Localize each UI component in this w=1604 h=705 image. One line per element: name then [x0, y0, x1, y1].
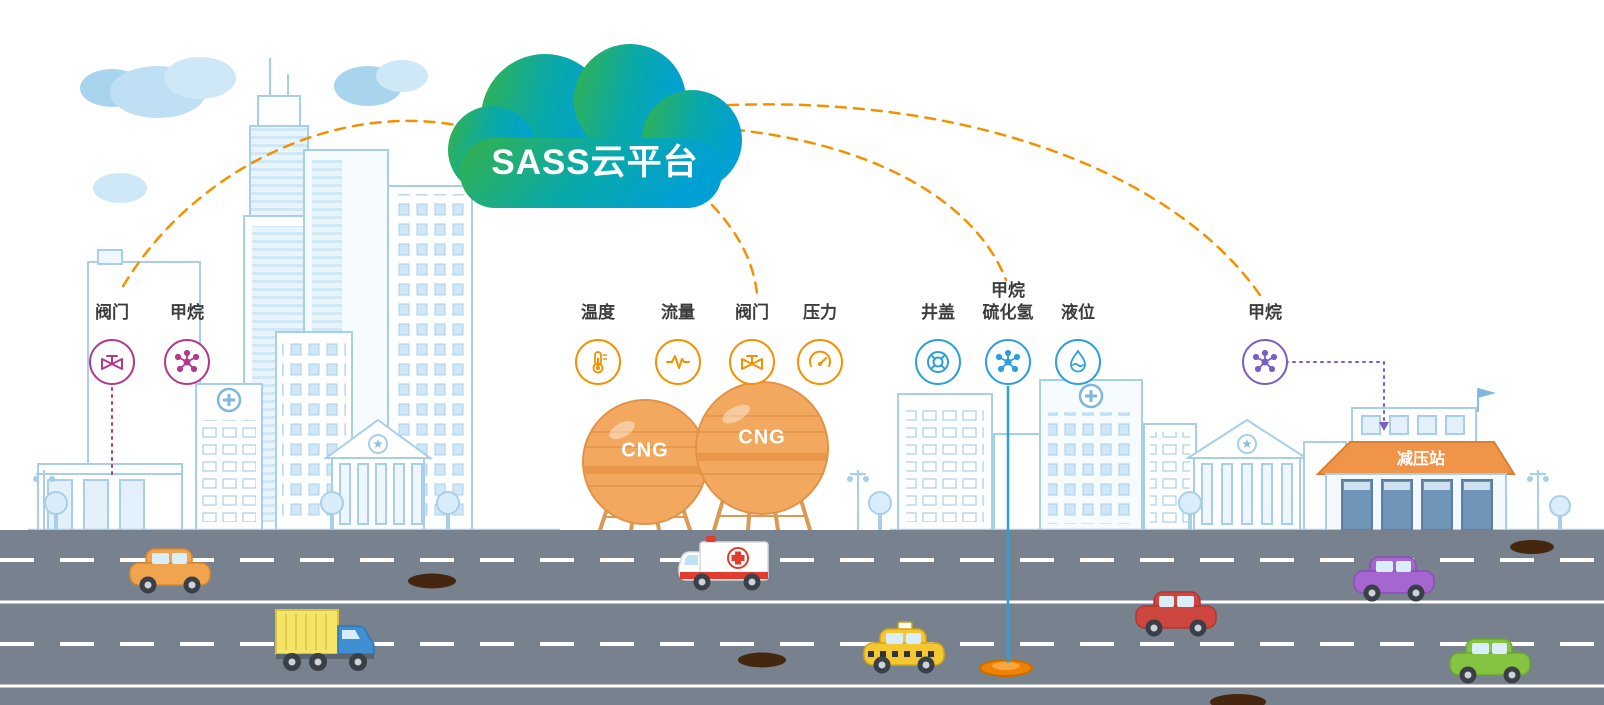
gauge-icon	[797, 339, 843, 385]
sensor-pipeline-gas: 甲烷 硫化氢	[968, 281, 1048, 385]
sensor-cng-flow: 流量	[638, 303, 718, 385]
manhole-dark	[408, 573, 456, 589]
pressure-station-label: 减压站	[1396, 451, 1446, 468]
car-purple	[1353, 556, 1435, 602]
road	[0, 530, 1604, 705]
city-skyline-left	[28, 58, 560, 532]
car-red	[1135, 591, 1217, 637]
sensor-label-manhole: 井盖	[921, 303, 955, 322]
link-to-pipeline-sensors	[714, 126, 1008, 282]
tank-label-1: CNG	[621, 439, 669, 462]
car-green	[1449, 638, 1531, 684]
sensor-label-pressure: 压力	[803, 303, 837, 322]
cloud-platform-title: SASS云平台	[491, 143, 699, 182]
manhole-dark	[1510, 540, 1554, 554]
manhole-dark	[1210, 694, 1266, 705]
sensor-label-methane: 甲烷	[170, 303, 204, 322]
liquid-level-icon	[1055, 339, 1101, 385]
sensor-cng-temperature: 温度	[558, 303, 638, 385]
sensor-pipeline-level: 液位	[1038, 303, 1118, 385]
cng-tank-2	[695, 381, 829, 515]
sensor-label-valve: 阀门	[95, 303, 129, 322]
link-to-cng-sensors	[710, 203, 759, 295]
valve-icon	[89, 339, 135, 385]
ambulance	[678, 536, 769, 591]
vehicles	[129, 536, 1531, 684]
molecule-icon	[164, 339, 210, 385]
sensor-label-temperature: 温度	[581, 303, 615, 322]
sensor-label-level: 液位	[1061, 303, 1095, 322]
car-orange	[129, 548, 211, 594]
pressure-station-building	[1315, 388, 1516, 531]
cloud-links	[120, 103, 1264, 300]
sensor-label-flow: 流量	[661, 303, 695, 322]
sensor-label-valve: 阀门	[735, 303, 769, 322]
station-sensor-connector	[1285, 361, 1385, 423]
link-to-station-sensor	[708, 103, 1264, 300]
manhole-orange-inner	[992, 662, 1020, 670]
valve-icon	[729, 339, 775, 385]
manhole-cover-icon	[915, 339, 961, 385]
sensor-connectors	[111, 361, 1389, 677]
sensor-label-methane: 甲烷	[991, 281, 1025, 300]
sensor-cng-valve: 阀门	[712, 303, 792, 385]
link-to-city-sensors	[120, 119, 472, 290]
sensor-pipeline-manhole: 井盖	[898, 303, 978, 385]
sensor-station-methane: 甲烷	[1225, 303, 1305, 385]
thermometer-icon	[575, 339, 621, 385]
sensor-city-methane: 甲烷	[147, 303, 227, 385]
flow-wave-icon	[655, 339, 701, 385]
molecule-icon	[1242, 339, 1288, 385]
sensor-cng-pressure: 压力	[780, 303, 860, 385]
molecule-icon	[985, 339, 1031, 385]
truck-yellow	[275, 609, 375, 671]
sky-clouds	[80, 57, 428, 203]
cng-tanks	[582, 381, 829, 532]
connector-arrowhead	[1379, 422, 1389, 431]
manhole-dark	[738, 652, 786, 668]
tank-label-2: CNG	[738, 426, 786, 449]
sensor-city-valve: 阀门	[72, 303, 152, 385]
sensor-label-methane: 甲烷	[1248, 303, 1282, 322]
taxi-yellow	[863, 621, 945, 674]
sensor-label-h2s: 硫化氢	[982, 303, 1034, 322]
cloud-shape	[448, 44, 742, 208]
